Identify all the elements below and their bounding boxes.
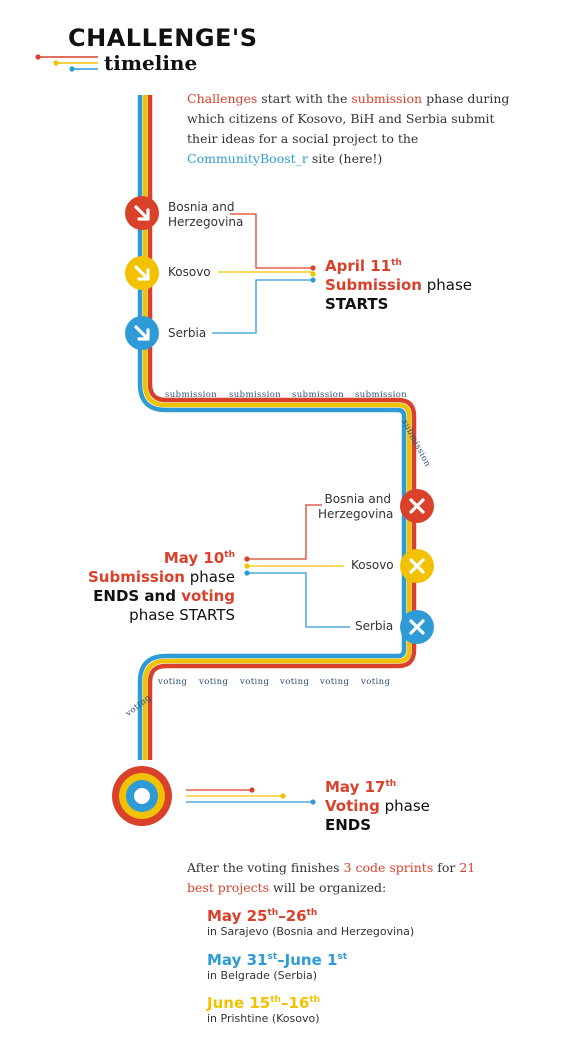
serbia-end-icon: [400, 610, 434, 644]
track-word-submission: submission: [355, 390, 408, 400]
stage3-leader-lines: [186, 787, 316, 805]
stage2-kosovo-label: Kosovo: [351, 558, 394, 572]
sprint-place: in Prishtine (Kosovo): [207, 1012, 320, 1025]
sprint-sarajevo: May 25th–26th in Sarajevo (Bosnia and He…: [207, 907, 415, 938]
track-word-voting: voting: [280, 677, 310, 687]
sprint-belgrade: May 31st–June 1st in Belgrade (Serbia): [207, 951, 348, 982]
intro-challenges-word: Challenges: [187, 91, 258, 106]
track-word-submission: submission: [165, 390, 218, 400]
stage1-bih-label: Bosnia and Herzegovina: [168, 200, 244, 229]
track-word-submission: submission: [229, 390, 282, 400]
communityboost-link[interactable]: CommunityBoost_r: [187, 151, 308, 166]
track-word-voting: voting: [361, 677, 391, 687]
stage3-phase-text: May 17th Voting phase ENDS: [325, 778, 430, 834]
kosovo-start-icon: [125, 256, 159, 290]
serbia-start-icon: [125, 316, 159, 350]
intro-text: Challenges start with the submission pha…: [187, 91, 510, 166]
stage2-bih-label: Bosnia and Herzegovina: [318, 492, 394, 521]
bih-start-icon: [125, 196, 159, 230]
finish-target-icon: [112, 766, 172, 826]
track-word-submission: submission: [292, 390, 345, 400]
page-title: CHALLENGE'S: [68, 24, 258, 52]
stage2-serbia-label: Serbia: [355, 619, 394, 633]
tricolor-track: [137, 95, 417, 760]
stage2-phase-text: May 10th Submission phase ENDS and votin…: [87, 549, 235, 624]
after-voting-text: After the voting finishes 3 code sprints…: [187, 860, 476, 895]
track-word-voting: voting: [199, 677, 229, 687]
title-decor-lines: [35, 54, 98, 72]
sprint-place: in Sarajevo (Bosnia and Herzegovina): [207, 925, 415, 938]
kosovo-end-icon: [400, 549, 434, 583]
track-word-voting: voting: [240, 677, 270, 687]
stage1-serbia-label: Serbia: [168, 326, 207, 340]
stage1-leader-lines: [212, 213, 316, 334]
page-subtitle: timeline: [104, 51, 198, 75]
bih-end-icon: [400, 489, 434, 523]
sprint-place: in Belgrade (Serbia): [207, 969, 318, 982]
sprint-prishtine: June 15th–16th in Prishtine (Kosovo): [207, 994, 321, 1025]
stage1-phase-text: April 11th Submission phase STARTS: [325, 257, 473, 313]
track-word-voting: voting: [158, 677, 188, 687]
stage1-kosovo-label: Kosovo: [168, 265, 211, 279]
stage2-leader-lines: [244, 504, 350, 628]
track-word-voting: voting: [320, 677, 350, 687]
intro-submission-word: submission: [351, 91, 423, 106]
